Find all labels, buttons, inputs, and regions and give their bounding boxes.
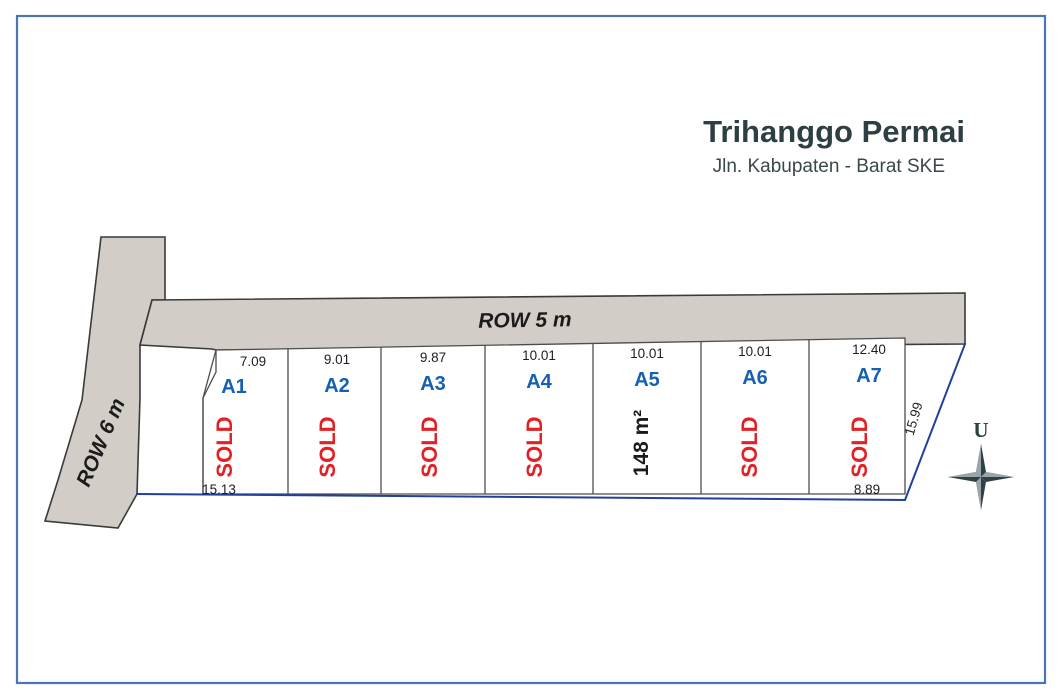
plot-a3-code: A3 xyxy=(420,373,446,395)
plot-a6-code: A6 xyxy=(742,367,768,389)
compass-north-label: U xyxy=(973,418,988,442)
plot-a1-status: SOLD xyxy=(212,416,237,477)
dimension-left-depth: 15.13 xyxy=(202,482,236,497)
plot-a2-status: SOLD xyxy=(315,416,340,477)
plot-a4-code: A4 xyxy=(526,371,552,393)
road-label-row-5m: ROW 5 m xyxy=(478,308,572,332)
dimension-rear-right: 8.89 xyxy=(854,482,880,497)
plot-a1-frontage: 7.09 xyxy=(240,354,266,369)
plot-a1-left-edge xyxy=(202,349,217,494)
compass-rose-icon: U xyxy=(948,418,1014,510)
plot-a2-frontage: 9.01 xyxy=(324,352,350,367)
plot-a5-code: A5 xyxy=(634,369,660,391)
site-boundary xyxy=(135,342,967,502)
plot-a7-code: A7 xyxy=(856,365,882,387)
plot-a6-status: SOLD xyxy=(737,416,762,477)
plot-a7-frontage: 12.40 xyxy=(852,342,886,357)
plot-a5-status: 148 m² xyxy=(630,410,653,477)
plot-a2-code: A2 xyxy=(324,375,350,397)
sheet-border xyxy=(15,14,1047,685)
plot-a5-frontage: 10.01 xyxy=(630,346,664,361)
plot-a4-frontage: 10.01 xyxy=(522,348,556,363)
plot-a3-status: SOLD xyxy=(417,416,442,477)
plot-a4-status: SOLD xyxy=(522,416,547,477)
plot-a3-frontage: 9.87 xyxy=(420,350,446,365)
page-subtitle: Jln. Kabupaten - Barat SKE xyxy=(713,156,945,177)
plot-a7-status: SOLD xyxy=(847,416,872,477)
page-title: Trihanggo Permai xyxy=(703,114,965,149)
plot-a1-code: A1 xyxy=(221,376,247,398)
plot-a6-frontage: 10.01 xyxy=(738,344,772,359)
road-row-6m xyxy=(43,236,166,529)
